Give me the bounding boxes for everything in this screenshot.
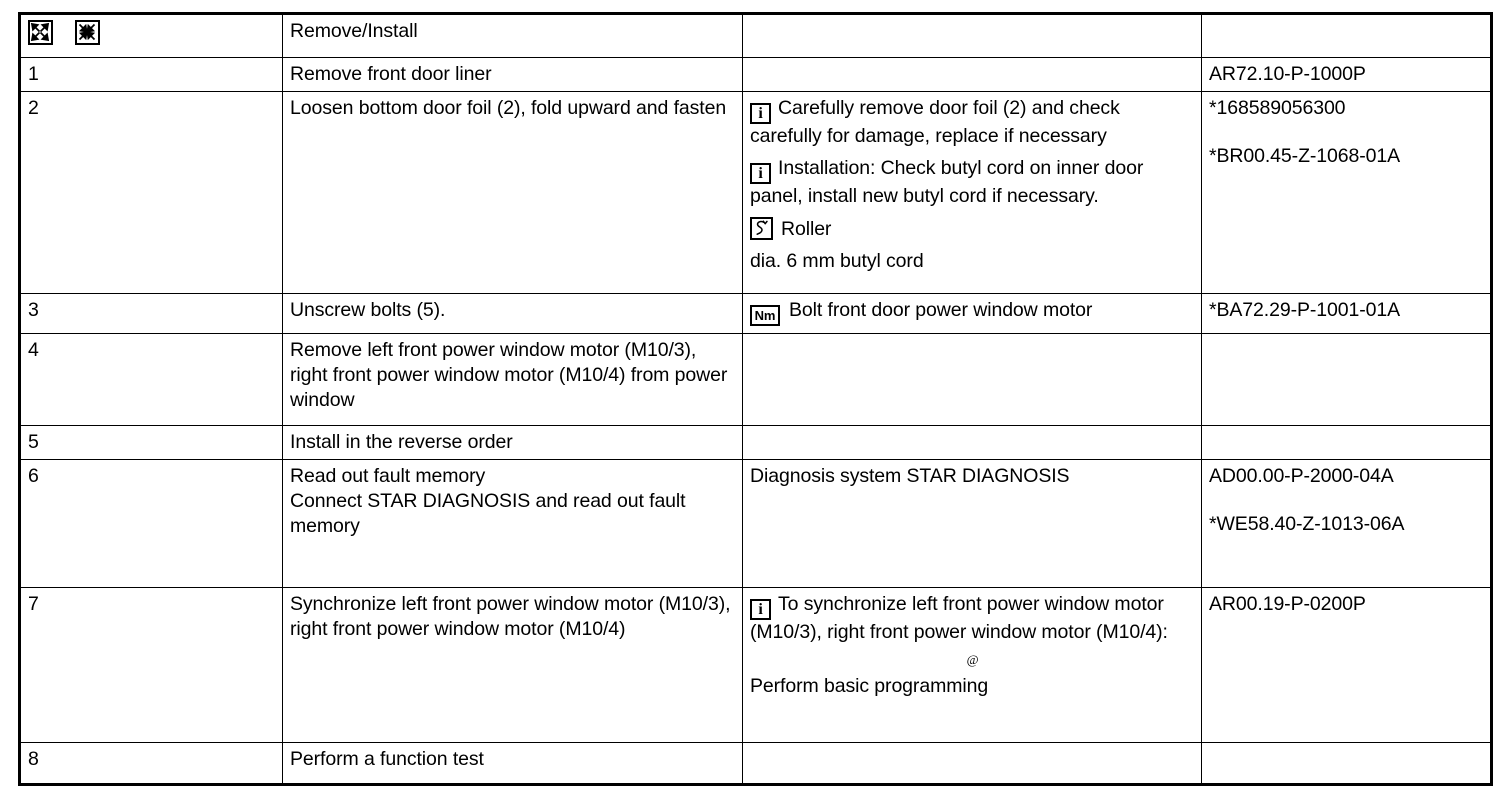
note-tail-text: Perform basic programming [750,674,989,697]
step-number-cell: 3 [19,293,283,334]
info-icon: i [750,598,771,620]
header-note-cell [742,13,1202,58]
doc-ref: *168589056300 [1209,97,1346,119]
note-text: Carefully remove door foil (2) and check… [750,97,1120,147]
note-cell [742,741,1202,785]
work-step-cell: Synchronize left front power window moto… [282,586,743,743]
note-text: Bolt front door power window motor [789,299,1093,321]
doc-ref-cell [1201,741,1492,785]
step-number: 7 [28,592,39,615]
doc-ref: AD00.00-P-2000-04A [1209,464,1394,487]
work-step-text: Install in the reverse order [290,431,513,453]
note-text: Installation: Check butyl cord on inner … [750,157,1144,208]
note-paragraph: Roller [750,216,1195,242]
work-step-text: Read out fault memory Connect STAR DIAGN… [290,464,686,537]
step-number: 1 [28,63,39,85]
step-number: 8 [28,747,39,770]
at-symbol: @ [966,652,979,668]
work-step-cell: Perform a function test [282,741,743,785]
torque-icon: Nm [750,305,780,326]
info-icon: i [750,103,771,124]
page-title: Remove/Install [290,20,418,42]
work-step-text: Perform a function test [290,747,484,770]
step-number: 6 [28,464,39,487]
work-step-cell: Unscrew bolts (5). [282,293,743,334]
header-title-cell: Remove/Install [282,13,743,58]
table-row: 8 Perform a function test [19,741,1492,785]
doc-ref: *WE58.40-Z-1013-06A [1209,512,1405,535]
step-number-cell: 5 [19,425,283,460]
header-icons-cell [19,13,283,58]
work-step-cell: Remove left front power window motor (M1… [282,333,743,426]
work-step-text: Remove left front power window motor (M1… [290,339,728,411]
doc-ref-cell [1201,333,1492,426]
work-step-cell: Remove front door liner [282,57,743,92]
table-row: 5 Install in the reverse order [19,425,1492,460]
step-number: 4 [28,339,39,361]
table-row: 6 Read out fault memory Connect STAR DIA… [19,458,1492,588]
doc-ref-cell: AR00.19-P-0200P [1201,586,1492,743]
step-number-cell: 1 [19,57,283,92]
table-row: 2 Loosen bottom door foil (2), fold upwa… [19,91,1492,294]
step-number-cell: 7 [19,586,283,743]
step-number-cell: 4 [19,333,283,426]
note-cell: Diagnosis system STAR DIAGNOSIS [742,458,1202,588]
collapse-icon[interactable] [75,20,100,45]
expand-icon[interactable] [28,20,53,45]
work-step-text: Synchronize left front power window moto… [290,592,731,640]
step-number-cell: 8 [19,741,283,785]
work-step-cell: Read out fault memory Connect STAR DIAGN… [282,458,743,588]
note-text: To synchronize left front power window m… [750,592,1168,643]
note-text: Roller [781,217,832,240]
doc-ref-cell: AD00.00-P-2000-04A *WE58.40-Z-1013-06A [1201,458,1492,588]
table-row: 3 Unscrew bolts (5). Nm Bolt front door p… [19,293,1492,334]
doc-ref-cell [1201,425,1492,460]
doc-ref-cell: AR72.10-P-1000P [1201,57,1492,92]
table-row: 1 Remove front door liner AR72.10-P-1000… [19,57,1492,92]
work-step-text: Remove front door liner [290,63,492,85]
note-cell: Nm Bolt front door power window motor [742,293,1202,334]
step-number: 5 [28,431,39,453]
note-paragraph: Nm Bolt front door power window motor [750,298,1195,326]
step-number-cell: 2 [19,91,283,294]
work-step-cell: Install in the reverse order [282,425,743,460]
info-icon: i [750,163,771,185]
step-number: 3 [28,299,39,321]
step-number: 2 [28,97,39,119]
procedure-table: Remove/Install 1 Remove front door liner… [18,12,1493,786]
doc-ref-cell: *BA72.29-P-1001-01A [1201,293,1492,334]
doc-ref: *BR00.45-Z-1068-01A [1209,144,1401,167]
work-step-text: Loosen bottom door foil (2), fold upward… [290,97,727,119]
header-doc-cell [1201,13,1492,58]
table-row-header: Remove/Install [19,13,1492,58]
step-number-cell: 6 [19,458,283,588]
doc-ref: AR00.19-P-0200P [1209,592,1366,615]
doc-ref-cell: *168589056300 *BR00.45-Z-1068-01A [1201,91,1492,294]
note-tail-text: dia. 6 mm butyl cord [750,250,924,273]
note-tail-text: Diagnosis system STAR DIAGNOSIS [750,464,1070,487]
table-row: 7 Synchronize left front power window mo… [19,586,1492,743]
work-step-cell: Loosen bottom door foil (2), fold upward… [282,91,743,294]
note-cell [742,57,1202,92]
procedure-sheet: Remove/Install 1 Remove front door liner… [18,12,1493,786]
table-row: 4 Remove left front power window motor (… [19,333,1492,426]
doc-ref: AR72.10-P-1000P [1209,63,1366,85]
note-cell [742,333,1202,426]
note-cell [742,425,1202,460]
doc-ref: *BA72.29-P-1001-01A [1209,299,1401,321]
work-step-text: Unscrew bolts (5). [290,299,446,321]
roller-tool-icon [750,216,773,240]
